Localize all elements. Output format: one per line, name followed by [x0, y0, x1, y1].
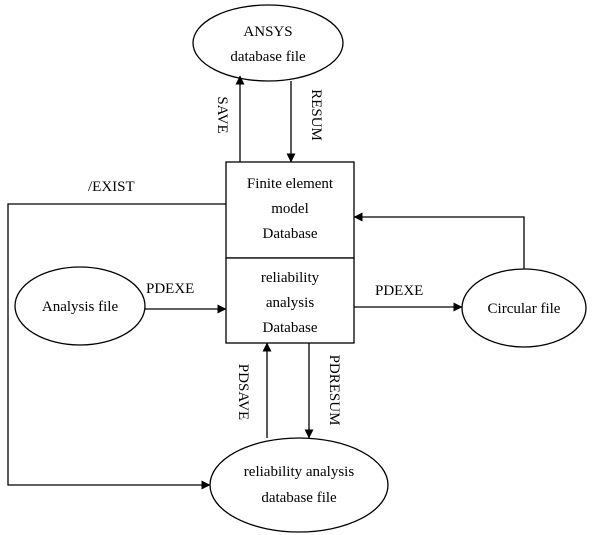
pdsave-label: PDSAVE: [235, 364, 251, 420]
reliability-database-label-line3: Database: [263, 320, 318, 336]
analysis-file-node: Analysis file: [14, 266, 146, 346]
fem-database-label-line1: Finite element: [247, 176, 334, 192]
reliability-database-file-label-line1: reliability analysis: [244, 464, 355, 480]
reliability-database-label-line2: analysis: [266, 295, 314, 311]
reliability-analysis-database-node: reliability analysis Database: [225, 257, 355, 344]
reliability-analysis-database-file-node: reliability analysis database file: [209, 437, 389, 533]
circular-file-label: Circular file: [488, 301, 561, 317]
save-label: SAVE: [214, 96, 230, 133]
finite-element-model-database-box: [225, 161, 355, 259]
reliability-database-file-label-line2: database file: [261, 490, 337, 506]
exist-arrow: [7, 203, 226, 490]
exist-label: /EXIST: [88, 179, 135, 195]
pdresum-label: PDRESUM: [326, 355, 342, 426]
ansys-database-file-label-line1: ANSYS: [243, 24, 292, 40]
finite-element-model-database-node: Finite element model Database: [225, 161, 355, 259]
ansys-database-file-label-line2: database file: [230, 49, 306, 65]
reliability-analysis-database-file-ellipse: [209, 437, 389, 533]
circular-file-node: Circular file: [461, 268, 587, 348]
reliability-analysis-database-box: [225, 257, 355, 344]
fem-database-label-line3: Database: [263, 226, 318, 242]
circular-to-fem-arrow: [353, 212, 525, 269]
resum-label: RESUM: [308, 89, 324, 141]
analysis-file-ellipse: [14, 266, 146, 346]
pdexe-output-label: PDEXE: [375, 283, 423, 299]
pdexe-input-label: PDEXE: [146, 281, 194, 297]
fem-database-label-line2: model: [271, 201, 309, 217]
ansys-database-file-ellipse: [192, 4, 344, 82]
analysis-file-label: Analysis file: [42, 299, 119, 315]
ansys-database-file-node: ANSYS database file: [192, 4, 344, 82]
reliability-database-label-line1: reliability: [261, 270, 320, 286]
